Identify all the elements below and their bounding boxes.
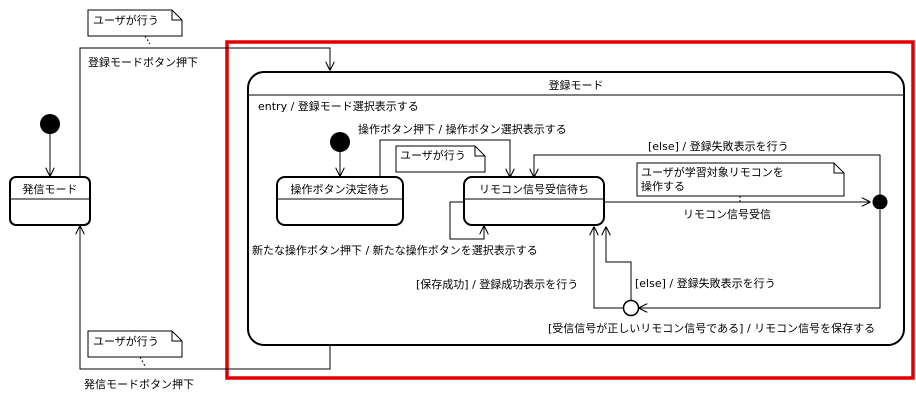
- note-learn: [636, 162, 845, 197]
- state-hasshin: [9, 176, 91, 226]
- state-button-wait-label: 操作ボタン決定待ち: [291, 182, 390, 196]
- transition-else-top-label: [else] / 登録失敗表示を行う: [648, 139, 789, 153]
- transition-new-button-label: 新たな操作ボタン押下 / 新たな操作ボタンを選択表示する: [252, 243, 538, 257]
- entry-action: entry / 登録モード選択表示する: [258, 99, 419, 113]
- transition-correct-signal-label: [受信信号が正しいリモコン信号である] / リモコン信号を保存する: [548, 321, 875, 335]
- transition-signal-recv-label: リモコン信号受信: [683, 208, 771, 221]
- note-learn-fold: [833, 163, 844, 174]
- choice-pseudostate: [872, 194, 888, 210]
- transition-to-hasshin-label: 発信モードボタン押下: [84, 377, 194, 391]
- transition-new-button: [449, 201, 484, 240]
- transition-correct-signal: [639, 210, 881, 308]
- note-user-top: [87, 9, 183, 37]
- state-touroku-label: 登録モード: [549, 78, 604, 92]
- transition-save-success-label: [保存成功] / 登録成功表示を行う: [416, 277, 578, 291]
- transition-save-success: [594, 227, 624, 309]
- transition-else-top: [534, 154, 881, 195]
- state-hasshin-label: 発信モード: [23, 182, 78, 196]
- note-user-inner: [395, 145, 486, 173]
- transition-to-touroku: [79, 47, 330, 177]
- note-user-top-text: ユーザが行う: [93, 13, 159, 27]
- note-user-bottom: [87, 330, 183, 358]
- note-user-inner-fold: [474, 146, 485, 157]
- initial-pseudostate-inner: [330, 132, 350, 152]
- note-learn-line2: 操作する: [641, 179, 685, 193]
- transition-button-press-label: 操作ボタン押下 / 操作ボタン選択表示する: [358, 122, 567, 136]
- note-user-top-fold: [171, 10, 182, 21]
- transition-button-press: [379, 139, 510, 177]
- transition-to-touroku-label: 登録モードボタン押下: [88, 55, 198, 69]
- note-learn-line1: ユーザが学習対象リモコンを: [641, 165, 784, 179]
- junction-pseudostate: [622, 299, 640, 317]
- initial-pseudostate-outer: [40, 114, 60, 134]
- note-user-inner-text: ユーザが行う: [400, 148, 466, 162]
- transition-else-bottom: [606, 227, 632, 300]
- note-user-bottom-text: ユーザが行う: [93, 334, 159, 348]
- note-user-bottom-anchor: [139, 356, 146, 367]
- state-signal-wait-label: リモコン信号受信待ち: [479, 182, 589, 196]
- transition-to-hasshin: [80, 226, 331, 370]
- transition-else-bottom-label: [else] / 登録失敗表示を行う: [635, 276, 776, 290]
- state-button-wait: [276, 176, 404, 226]
- note-user-top-anchor: [144, 35, 151, 45]
- highlight-frame: [225, 40, 915, 380]
- note-user-bottom-fold: [171, 331, 182, 342]
